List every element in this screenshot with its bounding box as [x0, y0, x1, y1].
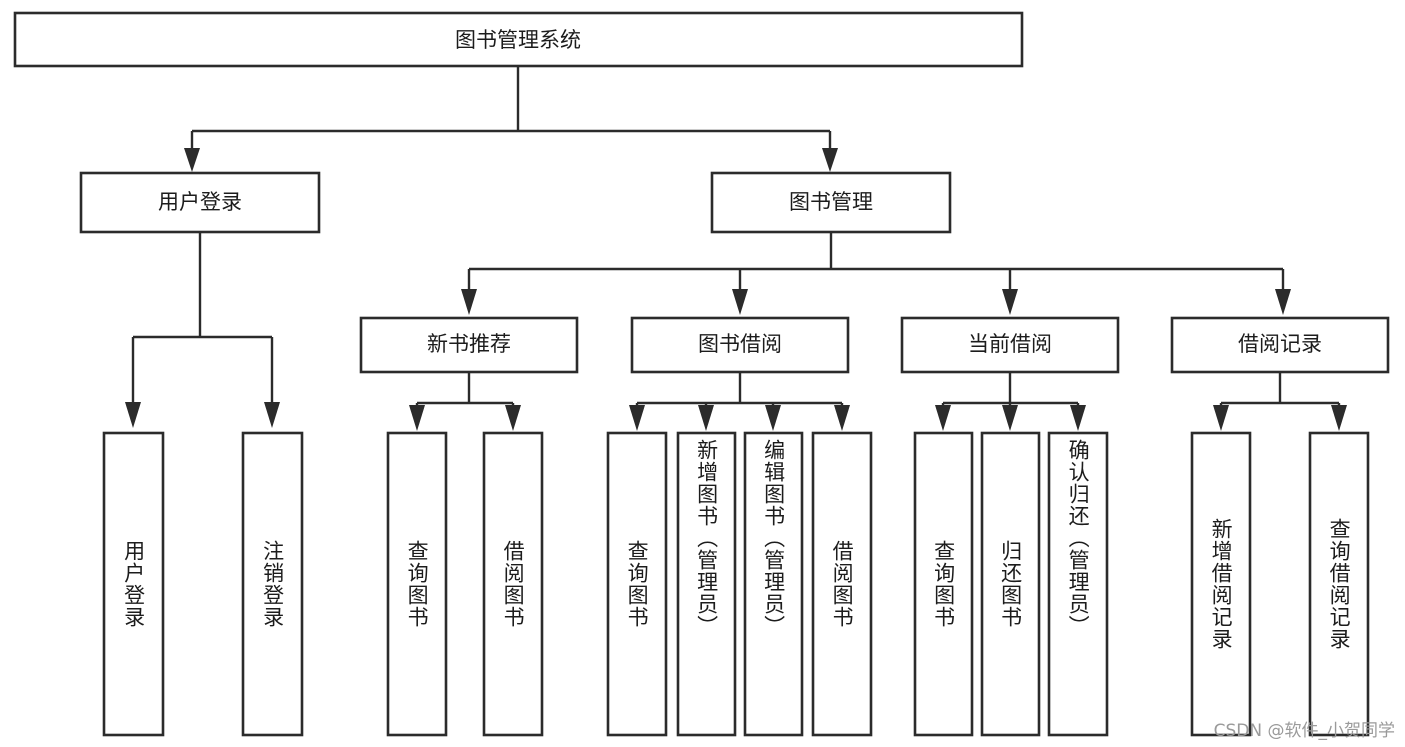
node-book-borrow-box[interactable]: [630, 316, 850, 374]
node-new-book-recommend[interactable]: 新书推荐: [359, 316, 579, 374]
leaf-label-nbr-query-book: 查询图书: [405, 540, 430, 628]
arrow-head-borrow-record: [1275, 289, 1291, 315]
leaf-label-bb-add-book: 新增图书（管理员）: [694, 439, 719, 637]
leaf-label-wrap-cb-confirm-return: 确认归还（管理员）: [1049, 433, 1107, 735]
arrow-head-cb-confirm-return: [1070, 405, 1086, 431]
node-current-borrow-label: 当前借阅: [968, 332, 1052, 356]
leaf-label-wrap-bb-query-book: 查询图书: [608, 433, 666, 735]
leaf-label-wrap-logout: 注销登录: [243, 433, 302, 735]
csdn-watermark: CSDN @软件_小贺同学: [1213, 721, 1395, 741]
leaf-label-cb-return-book: 归还图书: [998, 540, 1023, 628]
leaf-box-nbr-borrow-book[interactable]: [482, 431, 544, 737]
arrow-head-cb-query-book: [935, 405, 951, 431]
node-current-borrow[interactable]: 当前借阅: [900, 316, 1120, 374]
connector-book-manage-to-level2: [461, 232, 1291, 315]
leaf-label-user-login: 用户登录: [121, 540, 146, 628]
arrow-head-bb-add-book: [698, 405, 714, 431]
leaf-label-nbr-borrow-book: 借阅图书: [501, 540, 526, 628]
leaf-label-cb-query-book: 查询图书: [931, 540, 956, 628]
leaf-label-wrap-br-query-record: 查询借阅记录: [1310, 433, 1368, 735]
node-root-label: 图书管理系统: [455, 28, 581, 52]
arrow-head-bb-edit-book: [765, 405, 781, 431]
node-user-login[interactable]: 用户登录: [79, 171, 321, 234]
leaf-label-wrap-cb-query-book: 查询图书: [915, 433, 972, 735]
leaf-box-cb-confirm-return[interactable]: [1047, 431, 1109, 737]
leaf-label-wrap-cb-return-book: 归还图书: [982, 433, 1039, 735]
arrow-head-cb-return-book: [1002, 405, 1018, 431]
arrow-head-current-borrow: [1002, 289, 1018, 315]
arrow-head-nbr-borrow-book: [505, 405, 521, 431]
arrow-head-book-borrow: [732, 289, 748, 315]
leaf-box-bb-borrow-book[interactable]: [811, 431, 873, 737]
arrow-head-br-query-record: [1331, 405, 1347, 431]
leaf-label-bb-borrow-book: 借阅图书: [830, 540, 855, 628]
node-root[interactable]: 图书管理系统: [13, 11, 1024, 68]
connector-current-borrow-to-leaves: [935, 372, 1086, 431]
leaf-box-br-add-record[interactable]: [1190, 431, 1252, 737]
leaf-label-wrap-bb-add-book: 新增图书（管理员）: [678, 433, 735, 735]
arrow-head-bb-borrow-book: [834, 405, 850, 431]
arrow-head-bb-query-book: [629, 405, 645, 431]
arrow-head-book-manage: [822, 148, 838, 172]
arrow-head-leaf-user-login: [125, 402, 141, 428]
leaf-label-wrap-nbr-borrow-book: 借阅图书: [484, 433, 542, 735]
leaf-box-logout[interactable]: [241, 431, 304, 737]
node-book-manage-label: 图书管理: [789, 190, 873, 214]
connector-user-login-to-leaves: [125, 232, 280, 428]
leaf-box-cb-return-book[interactable]: [980, 431, 1041, 737]
leaf-box-bb-edit-book[interactable]: [743, 431, 804, 737]
node-borrow-record[interactable]: 借阅记录: [1170, 316, 1390, 374]
leaf-label-wrap-bb-borrow-book: 借阅图书: [813, 433, 871, 735]
connector-root-to-level1: [184, 66, 838, 172]
arrow-head-new-book-recommend: [461, 289, 477, 315]
leaf-label-br-query-record: 查询借阅记录: [1327, 518, 1352, 650]
arrow-head-user-login: [184, 148, 200, 172]
leaf-box-nbr-query-book[interactable]: [386, 431, 448, 737]
leaf-label-wrap-user-login: 用户登录: [104, 433, 163, 735]
arrow-head-br-add-record: [1213, 405, 1229, 431]
leaf-box-bb-query-book[interactable]: [606, 431, 668, 737]
leaf-label-bb-edit-book: 编辑图书（管理员）: [761, 439, 786, 637]
leaf-box-cb-query-book[interactable]: [913, 431, 974, 737]
leaf-label-cb-confirm-return: 确认归还（管理员）: [1066, 439, 1091, 637]
connector-book-borrow-to-leaves: [629, 372, 850, 431]
leaf-label-wrap-nbr-query-book: 查询图书: [388, 433, 446, 735]
leaf-label-wrap-br-add-record: 新增借阅记录: [1192, 433, 1250, 735]
node-book-borrow-label: 图书借阅: [698, 332, 782, 356]
node-new-book-recommend-box[interactable]: [359, 316, 579, 374]
node-new-book-recommend-label: 新书推荐: [427, 332, 511, 356]
arrow-head-nbr-query-book: [409, 405, 425, 431]
arrow-head-leaf-logout: [264, 402, 280, 428]
connector-new-book-recommend-to-leaves: [409, 372, 521, 431]
node-user-login-label: 用户登录: [158, 190, 242, 214]
leaf-label-br-add-record: 新增借阅记录: [1209, 518, 1234, 650]
leaf-label-bb-query-book: 查询图书: [625, 540, 650, 628]
connector-borrow-record-to-leaves: [1213, 372, 1347, 431]
leaf-label-wrap-bb-edit-book: 编辑图书（管理员）: [745, 433, 802, 735]
node-book-manage[interactable]: 图书管理: [710, 171, 952, 234]
leaf-label-logout: 注销登录: [260, 540, 285, 628]
leaf-box-bb-add-book[interactable]: [676, 431, 737, 737]
node-borrow-record-label: 借阅记录: [1238, 332, 1322, 356]
leaf-box-user-login[interactable]: [102, 431, 165, 737]
node-root-box[interactable]: [13, 11, 1024, 68]
node-current-borrow-box[interactable]: [900, 316, 1120, 374]
leaf-box-br-query-record[interactable]: [1308, 431, 1370, 737]
node-book-borrow[interactable]: 图书借阅: [630, 316, 850, 374]
